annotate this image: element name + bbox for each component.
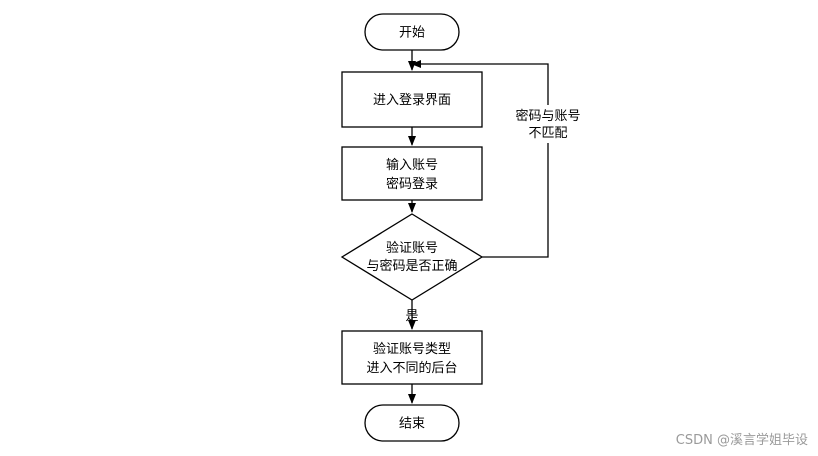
- verify-label-line1: 验证账号: [386, 240, 438, 256]
- enter-login-process: 进入登录界面: [341, 71, 483, 128]
- verify-type-process: 验证账号类型 进入不同的后台: [341, 330, 483, 385]
- end-terminal: 结束: [364, 404, 460, 442]
- csdn-watermark: CSDN @溪言学姐毕设: [676, 432, 808, 448]
- enter-login-label: 进入登录界面: [373, 93, 451, 108]
- mismatch-label-line1: 密码与账号: [515, 108, 580, 124]
- verify-decision: 验证账号 与密码是否正确: [340, 213, 484, 301]
- input-label-line2: 密码登录: [386, 176, 438, 192]
- input-label-line1: 输入账号: [386, 157, 438, 173]
- input-credentials-process: 输入账号 密码登录: [341, 146, 483, 201]
- end-label: 结束: [399, 417, 425, 432]
- verify-label-line2: 与密码是否正确: [366, 258, 457, 274]
- edge-mismatch-loop: [411, 60, 549, 258]
- yes-edge-label: 是: [405, 309, 418, 324]
- type-label-line2: 进入不同的后台: [366, 360, 457, 376]
- type-label-line1: 验证账号类型: [373, 341, 451, 357]
- start-label: 开始: [399, 26, 425, 41]
- mismatch-label-line2: 不匹配: [528, 126, 567, 141]
- mismatch-edge-label: 密码与账号 不匹配: [512, 105, 584, 143]
- start-terminal: 开始: [364, 13, 460, 51]
